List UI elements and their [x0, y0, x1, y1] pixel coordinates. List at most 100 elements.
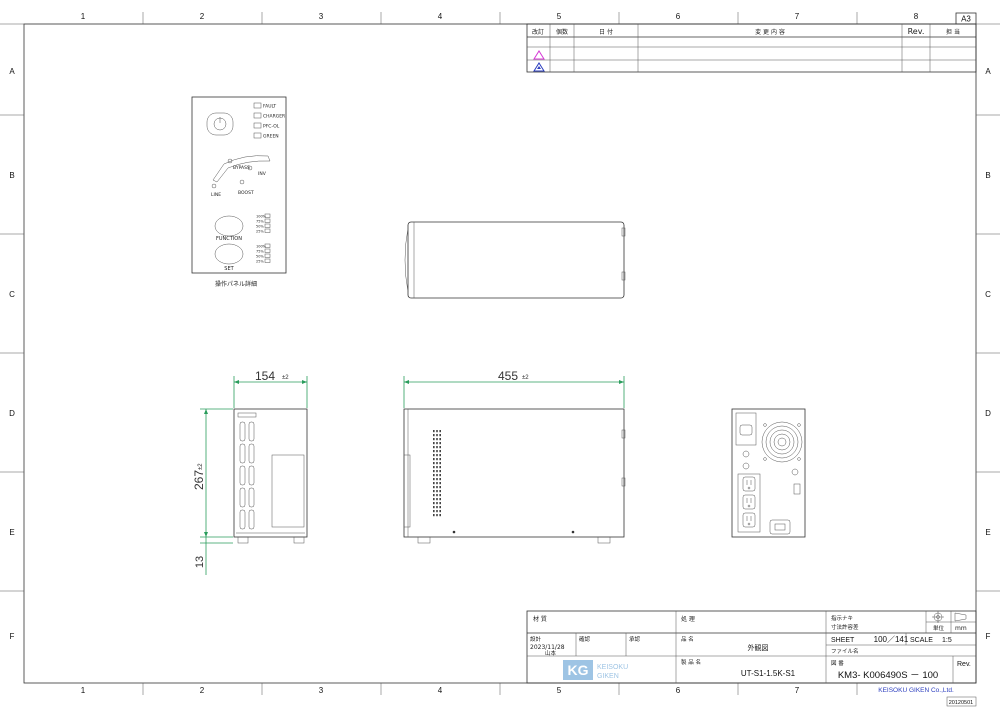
- power-button-icon: [206, 112, 234, 136]
- title-block: 材 質 処 理 指示ナキ 寸法許容差 単位 mm 設計 2023/11/28 山…: [526, 610, 977, 694]
- gauge-label-bypass: BYPASS: [233, 165, 250, 171]
- vent-hole: [436, 506, 438, 509]
- vent-hole: [433, 474, 435, 477]
- vent-hole: [433, 458, 435, 461]
- vent-hole: [436, 482, 438, 485]
- vent-hole: [439, 470, 441, 473]
- dim-width-value: 154: [255, 369, 275, 383]
- row-label-right-D: D: [985, 409, 991, 418]
- bar-level-icon: [264, 228, 271, 233]
- bar-level-label: 25%: [256, 260, 264, 264]
- rev-col-kaitei: 改訂: [532, 28, 544, 36]
- vent-hole: [436, 478, 438, 481]
- bar-level-label: 50%: [256, 225, 264, 229]
- led-indicator-icon: [253, 102, 262, 109]
- item-name-label: 品 名: [681, 635, 694, 643]
- note-line1: 指示ナキ: [831, 614, 853, 622]
- led-indicator-icon: [253, 112, 262, 119]
- dim-height-value: 267: [192, 470, 206, 490]
- vent-hole: [433, 466, 435, 469]
- product-name-value: UT-S1-1.5K-S1: [741, 669, 796, 678]
- col-label-bottom-2: 2: [200, 686, 205, 695]
- sheet-label: SHEET: [831, 637, 855, 644]
- vent-hole: [433, 486, 435, 489]
- bar-level-label: 75%: [256, 250, 264, 254]
- approve-label: 承認: [629, 635, 641, 643]
- blue-triangle-icon: [533, 62, 545, 72]
- unit-value: mm: [955, 625, 967, 632]
- form-code: 20120501: [949, 700, 973, 706]
- drawing-number-value: KM3- K006490S － 100: [838, 670, 938, 681]
- dim-width-tol: ±2: [282, 375, 289, 381]
- drawing-number-label: 図 番: [831, 660, 844, 667]
- gauge-label-line: LINE: [211, 192, 221, 198]
- vent-hole: [433, 446, 435, 449]
- col-label-top-4: 4: [438, 12, 443, 21]
- vent-slot: [239, 465, 246, 486]
- col-label-top-7: 7: [795, 12, 800, 21]
- vent-slot: [248, 509, 255, 530]
- title-rev-label: Rev.: [957, 661, 971, 668]
- vent-hole: [436, 502, 438, 505]
- vent-hole: [436, 450, 438, 453]
- vent-hole: [439, 494, 441, 497]
- bar-level-label: 50%: [256, 255, 264, 259]
- led-label-pfc-ol: PFC-OL: [263, 124, 280, 130]
- vent-hole: [439, 482, 441, 485]
- row-label-left-D: D: [9, 409, 15, 418]
- bar-level-icon: [264, 218, 271, 223]
- vent-slot: [239, 421, 246, 442]
- vent-hole: [436, 438, 438, 441]
- vent-hole: [433, 494, 435, 497]
- col-label-bottom-6: 6: [676, 686, 681, 695]
- bar-level-icon: [264, 223, 271, 228]
- vent-hole: [436, 466, 438, 469]
- vent-hole: [433, 442, 435, 445]
- rev-col-change: 変 更 内 容: [755, 28, 785, 36]
- col-label-top-8: 8: [914, 12, 919, 21]
- vent-hole: [436, 434, 438, 437]
- vent-hole: [439, 490, 441, 493]
- dim-length-value: 455: [498, 369, 518, 383]
- vent-hole: [436, 486, 438, 489]
- col-label-top-3: 3: [319, 12, 324, 21]
- row-label-left-B: B: [9, 171, 14, 180]
- vent-hole: [439, 438, 441, 441]
- led-indicator-icon: [253, 122, 262, 129]
- function-button-icon: [214, 215, 244, 237]
- vent-hole: [433, 438, 435, 441]
- vent-hole: [433, 470, 435, 473]
- company-logo-mark: KG: [568, 662, 589, 678]
- dim-height-tol: ±2: [198, 463, 204, 470]
- set-button-icon: [214, 243, 244, 265]
- sheet-value: 100／141: [874, 635, 909, 644]
- bar-level-icon: [264, 213, 271, 218]
- vent-hole: [436, 514, 438, 517]
- panel-caption: 操作パネル詳細: [215, 280, 257, 288]
- vent-hole: [439, 434, 441, 437]
- bar-level-label: 100%: [256, 245, 267, 249]
- row-label-left-A: A: [9, 67, 15, 76]
- vent-slot: [239, 509, 246, 530]
- bar-level-icon: [264, 258, 271, 263]
- vent-slot: [248, 443, 255, 464]
- treatment-label: 処 理: [681, 615, 695, 623]
- gauge-label-boost: BOOST: [238, 190, 254, 196]
- vent-hole: [439, 446, 441, 449]
- vent-hole: [433, 478, 435, 481]
- vent-hole: [439, 454, 441, 457]
- front-view: [233, 408, 308, 544]
- vent-hole: [433, 502, 435, 505]
- row-label-left-C: C: [9, 290, 15, 299]
- blue-triangle-inner-icon: [537, 66, 541, 69]
- company-logo-line2: GIKEN: [597, 673, 619, 680]
- col-label-bottom-4: 4: [438, 686, 443, 695]
- rev-col-owner: 担 当: [946, 28, 960, 36]
- col-label-top-6: 6: [676, 12, 681, 21]
- fan-guard-icon: [761, 421, 803, 463]
- vent-hole: [436, 442, 438, 445]
- vent-hole: [439, 506, 441, 509]
- magenta-triangle-icon: [533, 50, 545, 60]
- col-label-top-1: 1: [81, 12, 86, 21]
